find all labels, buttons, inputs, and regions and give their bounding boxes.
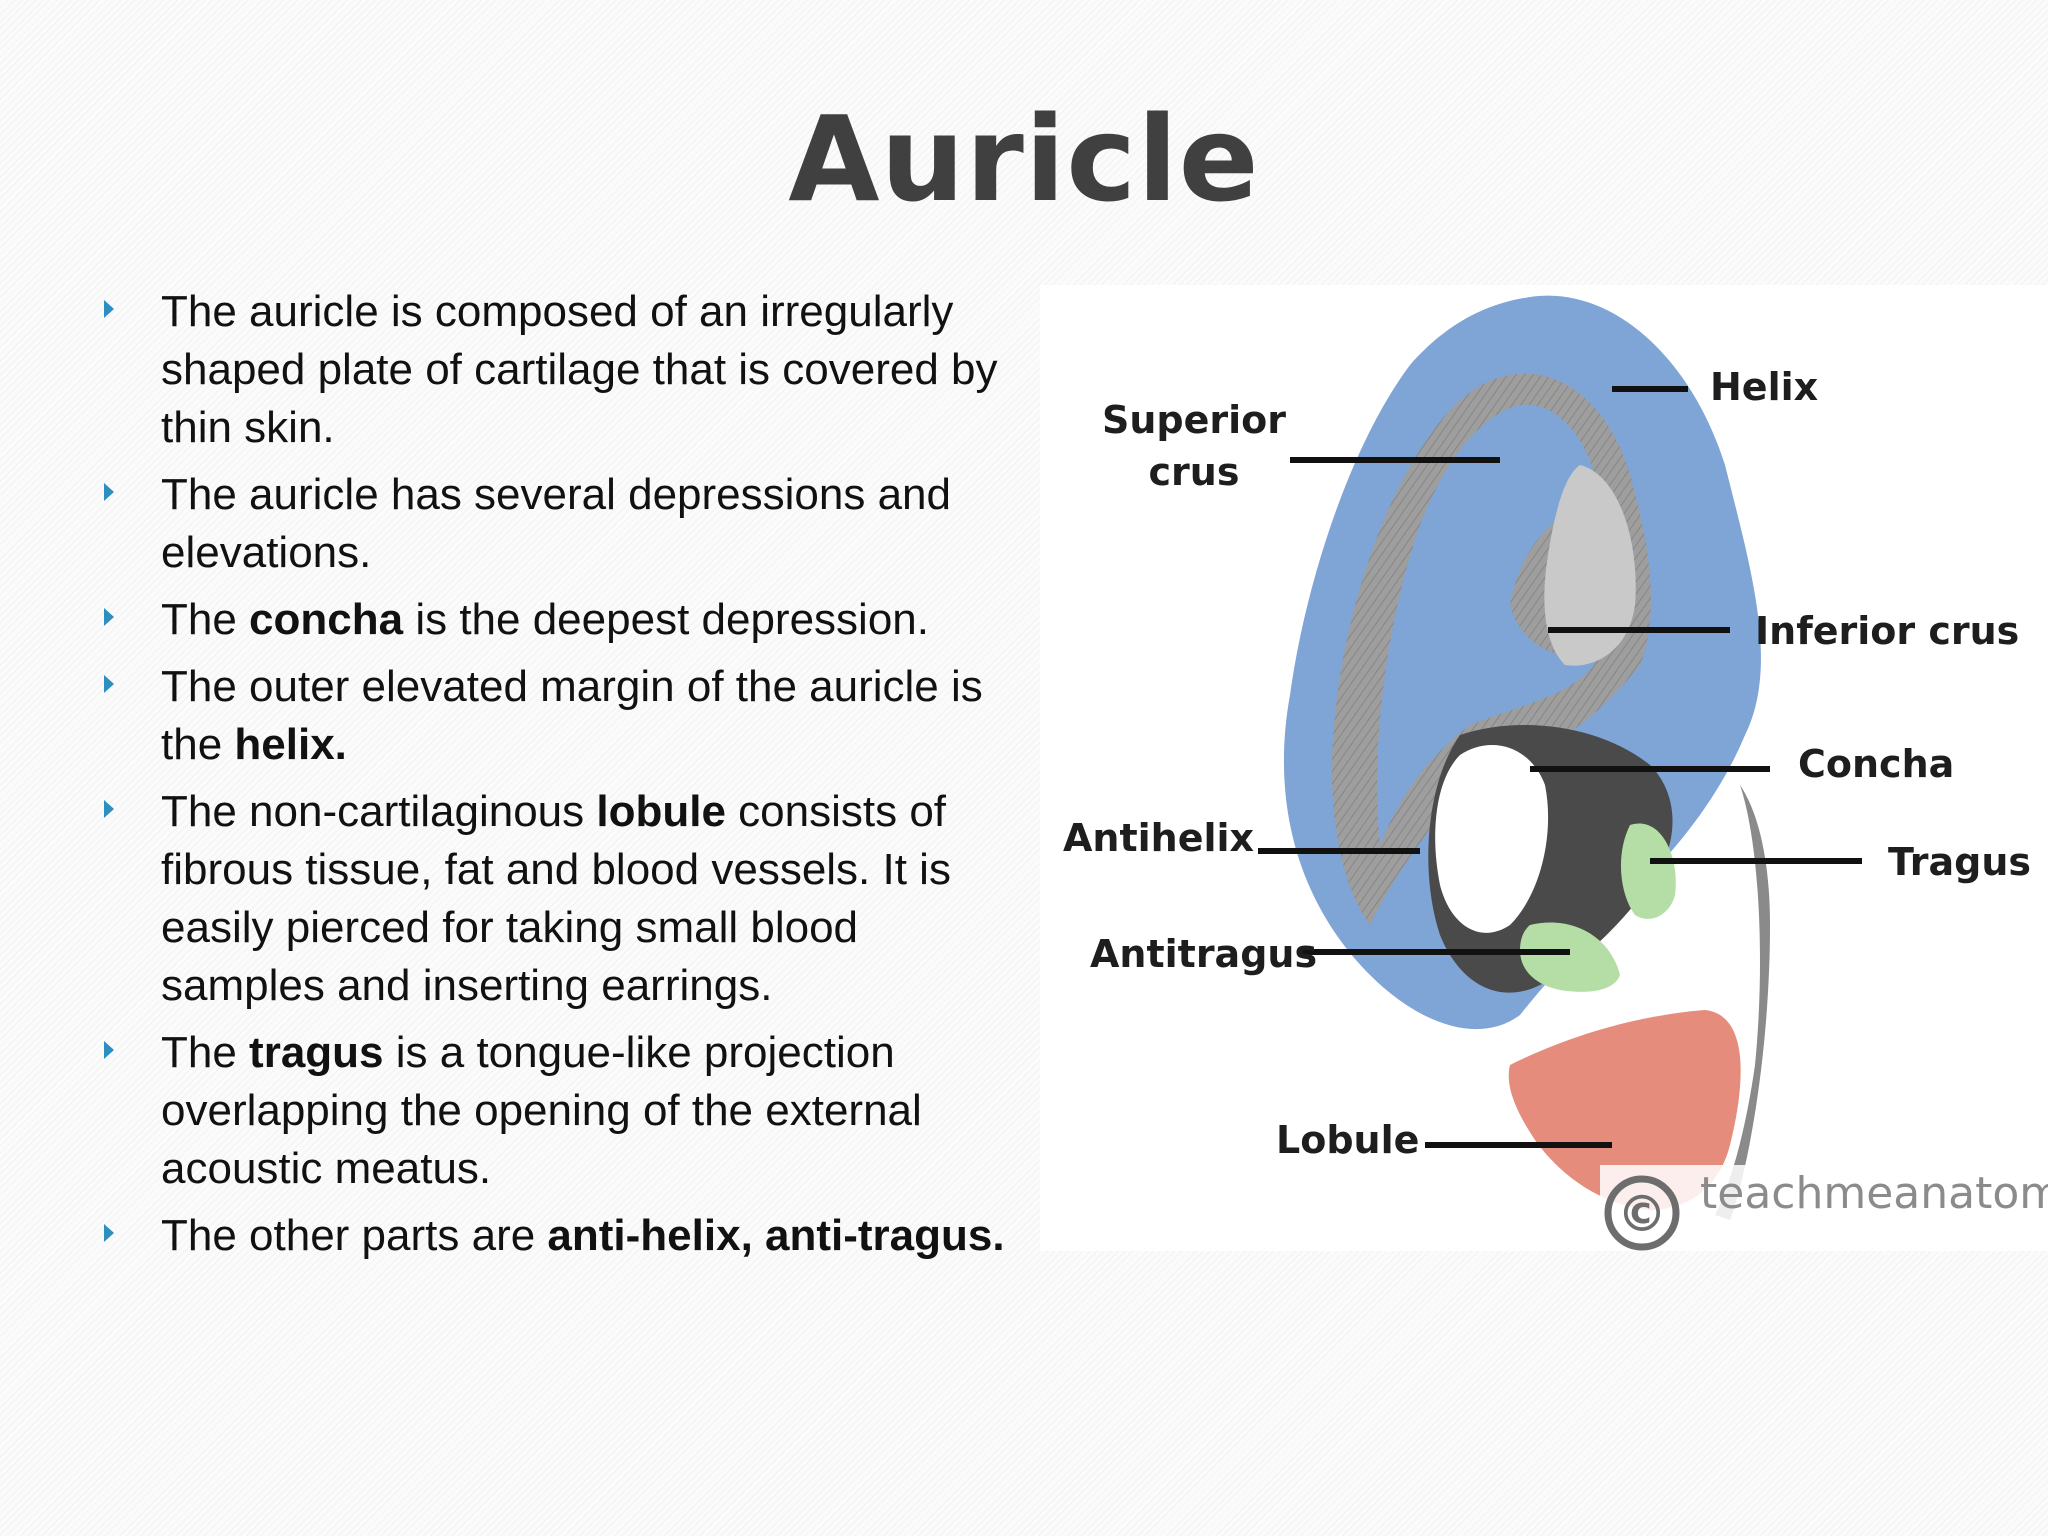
scaphoid-fossa [1376, 404, 1600, 845]
ear-diagram: Helix Superior crus Inferior crus Concha… [1040, 285, 2048, 1251]
bullet-term: anti-helix, anti-tragus. [547, 1211, 1005, 1260]
slide-title: Auricle [788, 90, 1260, 228]
label-antihelix: Antihelix [1063, 816, 1254, 860]
bullet-term: lobule [596, 787, 726, 836]
bullet-marker-icon [104, 1041, 114, 1059]
bullet-item: The auricle is composed of an irregularl… [100, 283, 1020, 457]
label-concha: Concha [1798, 742, 1954, 786]
bullet-marker-icon [104, 300, 114, 318]
bullet-marker-icon [104, 800, 114, 818]
bullet-term: helix. [234, 720, 347, 769]
lobule-region [1508, 1010, 1741, 1210]
bullet-item: The non-cartilaginous lobule consists of… [100, 783, 1020, 1015]
bullet-text: is a tongue-like projection overlapping … [161, 1028, 922, 1193]
bullet-item: The auricle has several depressions and … [100, 466, 1020, 582]
bullet-item: The tragus is a tongue-like projection o… [100, 1024, 1020, 1198]
bullet-term: concha [249, 595, 404, 644]
bullet-marker-icon [104, 483, 114, 501]
bullet-marker-icon [104, 1224, 114, 1242]
bullet-text: The non-cartilaginous [161, 787, 597, 836]
bullet-marker-icon [104, 675, 114, 693]
bullet-item: The outer elevated margin of the auricle… [100, 658, 1020, 774]
bullet-term: tragus [249, 1028, 384, 1077]
bullet-text: The [161, 1028, 250, 1077]
leader-lines [1258, 386, 1862, 1148]
bullet-text: is the deepest depression. [403, 595, 929, 644]
label-inferior-crus: Inferior crus [1755, 609, 2019, 653]
triangular-fossa [1544, 465, 1636, 666]
antitragus-region [1520, 922, 1620, 992]
face-hatching [1715, 785, 1770, 1220]
bullet-marker-icon [104, 608, 114, 626]
ear-diagram-svg: Helix Superior crus Inferior crus Concha… [1063, 295, 2048, 1251]
bullet-text: The other parts are [161, 1211, 548, 1260]
label-superior-crus-line2: crus [1149, 450, 1240, 494]
label-antitragus: Antitragus [1090, 932, 1317, 976]
copyright-symbol: © [1617, 1185, 1667, 1243]
bullet-item: The other parts are anti-helix, anti-tra… [100, 1207, 1020, 1265]
watermark: © teachmeanatomy [1600, 1165, 2048, 1251]
label-tragus: Tragus [1888, 840, 2031, 884]
bullet-text: The [161, 595, 250, 644]
bullet-text: The outer elevated margin of the auricle… [161, 662, 983, 769]
label-lobule: Lobule [1276, 1118, 1419, 1162]
bullet-item: The concha is the deepest depression. [100, 591, 1020, 649]
bullet-text: The auricle is composed of an irregularl… [161, 287, 998, 452]
copyright-icon [1604, 1175, 1680, 1251]
tragus-region [1620, 823, 1676, 919]
label-helix: Helix [1710, 365, 1818, 409]
label-superior-crus-line1: Superior [1102, 398, 1286, 442]
bullet-text: The auricle has several depressions and … [161, 470, 952, 577]
watermark-text: teachmeanatomy [1700, 1168, 2048, 1219]
concha-cavity [1435, 745, 1549, 933]
bullet-text: consists of fibrous tissue, fat and bloo… [161, 787, 951, 1010]
bullet-list: The auricle is composed of an irregularl… [100, 283, 1020, 1274]
